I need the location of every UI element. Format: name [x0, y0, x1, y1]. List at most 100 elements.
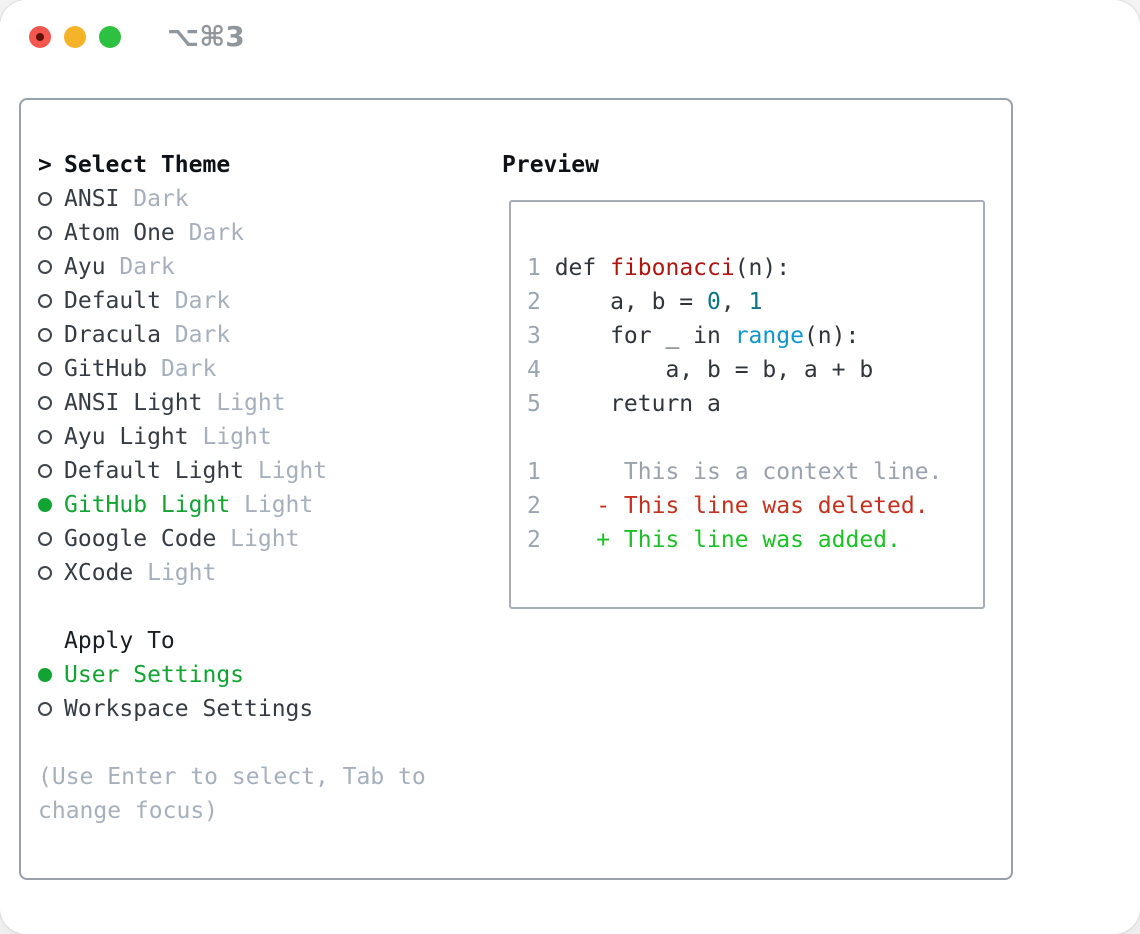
radio-unselected-icon — [38, 430, 52, 444]
code-token: (n): — [734, 255, 791, 281]
code-token: 0 — [707, 289, 721, 315]
option-variant-badge: Light — [133, 560, 217, 586]
option-label: Google Code — [64, 526, 217, 552]
option-variant-badge: Dark — [160, 288, 231, 314]
code-token: - This line was deleted. — [554, 493, 929, 519]
theme-option-github-dark[interactable]: GitHub Dark — [38, 352, 426, 386]
code-line: 1 def fibonacci(n): — [527, 251, 942, 285]
theme-option-xcode[interactable]: XCode Light — [38, 556, 426, 590]
select-theme-header: > Select Theme — [38, 148, 426, 182]
code-line: 4 a, b = b, a + b — [527, 353, 942, 387]
radio-selected-icon — [38, 498, 52, 512]
option-label: Ayu — [64, 254, 106, 280]
theme-option-default-light[interactable]: Default Light Light — [38, 454, 426, 488]
option-variant-badge: Light — [202, 390, 286, 416]
titlebar — [29, 26, 121, 48]
code-token: , — [720, 289, 749, 315]
theme-option-ansi-light[interactable]: ANSI Light Light — [38, 386, 426, 420]
spacer — [38, 590, 426, 624]
keyboard-hint-line-2: change focus) — [38, 798, 219, 824]
code-line: 1 This is a context line. — [527, 455, 942, 489]
option-variant-badge: Light — [244, 458, 328, 484]
code-line: 2 a, b = 0, 1 — [527, 285, 942, 319]
radio-unselected-icon — [38, 566, 52, 580]
code-token: This is a context line. — [554, 459, 943, 485]
option-label: Default — [64, 288, 161, 314]
radio-unselected-icon — [38, 532, 52, 546]
zoom-button[interactable] — [99, 26, 121, 48]
radio-unselected-icon — [38, 396, 52, 410]
theme-option-github-light[interactable]: GitHub Light Light — [38, 488, 426, 522]
option-variant-badge: Dark — [147, 356, 217, 382]
option-label: GitHub Light — [64, 492, 231, 518]
code-token: def — [554, 255, 611, 281]
code-token: fibonacci — [610, 255, 735, 281]
theme-option-ansi-dark[interactable]: ANSI Dark — [38, 182, 426, 216]
line-number: 3 — [527, 323, 541, 349]
line-number: 2 — [527, 493, 541, 519]
focus-caret-icon: > — [38, 152, 52, 178]
code-line: 2 + This line was added. — [527, 523, 942, 557]
option-variant-badge: Dark — [160, 322, 231, 348]
code-line: 3 for _ in range(n): — [527, 319, 942, 353]
option-label: Workspace Settings — [64, 696, 314, 722]
code-token: + This line was added. — [554, 527, 901, 553]
theme-option-dracula-dark[interactable]: Dracula Dark — [38, 318, 426, 352]
theme-option-atom-one-dark[interactable]: Atom One Dark — [38, 216, 426, 250]
keyboard-hint-line-1: (Use Enter to select, Tab to — [38, 764, 426, 790]
radio-unselected-icon — [38, 226, 52, 240]
radio-unselected-icon — [38, 702, 52, 716]
option-variant-badge: Dark — [174, 220, 245, 246]
option-label: XCode — [64, 560, 134, 586]
code-token: return a — [554, 391, 721, 417]
option-variant-badge: Light — [230, 492, 314, 518]
spacer — [38, 726, 426, 760]
apply-option-user-settings[interactable]: User Settings — [38, 658, 426, 692]
option-variant-badge: Light — [216, 526, 300, 552]
code-token: (n): — [803, 323, 860, 349]
option-label: GitHub — [64, 356, 148, 382]
theme-option-ayu-light[interactable]: Ayu Light Light — [38, 420, 426, 454]
radio-unselected-icon — [38, 260, 52, 274]
option-label: Dracula — [64, 322, 161, 348]
option-label: Atom One — [64, 220, 175, 246]
radio-unselected-icon — [38, 294, 52, 308]
theme-option-google-code[interactable]: Google Code Light — [38, 522, 426, 556]
option-variant-badge: Dark — [119, 186, 189, 212]
option-variant-badge: Dark — [105, 254, 175, 280]
radio-unselected-icon — [38, 328, 52, 342]
line-number: 4 — [527, 357, 541, 383]
option-label: Ayu Light — [64, 424, 189, 450]
window-title: ⌥⌘3 — [167, 20, 245, 53]
code-token: range — [734, 323, 804, 349]
code-token: a, b = — [554, 289, 708, 315]
code-token: for _ in — [554, 323, 735, 349]
code-line — [527, 421, 942, 455]
radio-unselected-icon — [38, 362, 52, 376]
radio-unselected-icon — [38, 464, 52, 478]
minimize-button[interactable] — [64, 26, 86, 48]
option-label: User Settings — [64, 662, 245, 688]
option-label: ANSI — [64, 186, 120, 212]
modified-dot-icon — [36, 33, 44, 41]
line-number: 2 — [527, 289, 541, 315]
radio-unselected-icon — [38, 192, 52, 206]
option-variant-badge: Light — [188, 424, 272, 450]
apply-to-title: Apply To — [64, 628, 175, 654]
line-number: 2 — [527, 527, 541, 553]
apply-option-workspace-settings[interactable]: Workspace Settings — [38, 692, 426, 726]
line-number: 1 — [527, 459, 541, 485]
code-token: a, b = b, a + b — [554, 357, 874, 383]
close-button[interactable] — [29, 26, 51, 48]
option-label: Default Light — [64, 458, 245, 484]
code-token: 1 — [748, 289, 763, 315]
theme-option-ayu-dark[interactable]: Ayu Dark — [38, 250, 426, 284]
select-theme-title: Select Theme — [64, 152, 231, 178]
theme-option-default-dark[interactable]: Default Dark — [38, 284, 426, 318]
line-number: 1 — [527, 255, 541, 281]
